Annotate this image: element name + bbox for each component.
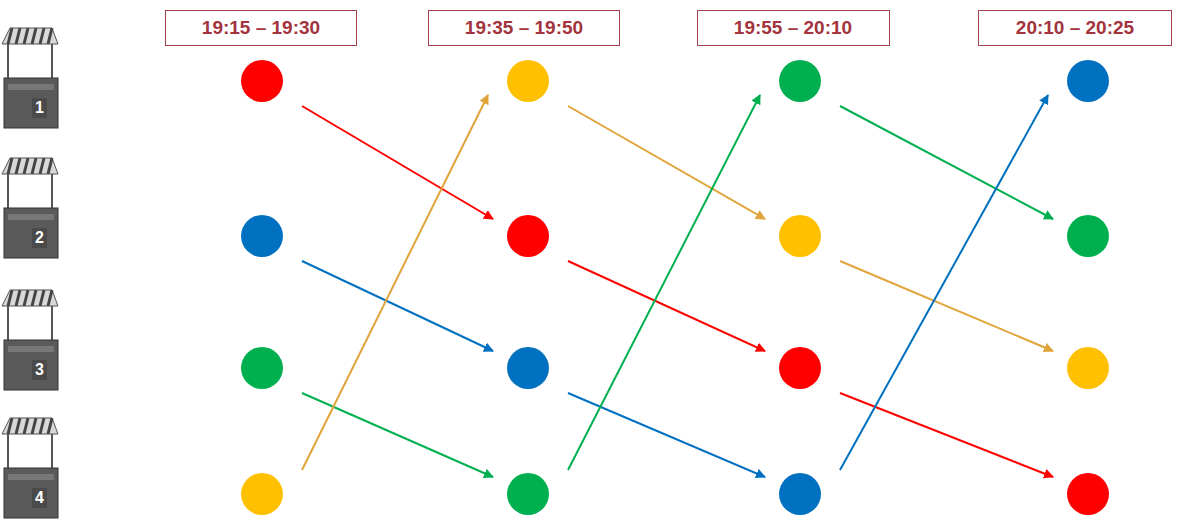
group-dot	[779, 473, 821, 515]
move-arrow	[840, 261, 1053, 351]
move-arrow	[568, 261, 765, 351]
move-arrow	[568, 95, 760, 470]
market-stall	[2, 158, 58, 258]
move-arrow	[302, 261, 493, 351]
time-slot-text: 19:35 – 19:50	[465, 17, 583, 39]
market-stall	[2, 28, 58, 128]
market-stall	[2, 290, 58, 390]
move-arrow	[568, 106, 765, 219]
group-dot	[779, 215, 821, 257]
time-slot-box: 20:10 – 20:25	[978, 10, 1172, 46]
group-dot	[241, 215, 283, 257]
time-slot-text: 20:10 – 20:25	[1016, 17, 1134, 39]
move-arrow	[302, 106, 493, 219]
group-dot	[1067, 473, 1109, 515]
group-dot	[507, 473, 549, 515]
move-arrow	[840, 393, 1053, 477]
group-dot	[241, 60, 283, 102]
group-dot	[507, 347, 549, 389]
move-arrow	[302, 95, 488, 470]
stall-number: 2	[32, 228, 47, 248]
group-dot	[1067, 215, 1109, 257]
group-dot	[779, 60, 821, 102]
time-slot-box: 19:15 – 19:30	[165, 10, 357, 46]
stall-number: 4	[32, 488, 47, 508]
group-dot	[241, 473, 283, 515]
move-arrow	[840, 95, 1048, 470]
stall-number: 1	[32, 98, 47, 118]
move-arrow	[302, 393, 493, 477]
move-arrow	[568, 393, 765, 477]
time-slot-box: 19:55 – 20:10	[697, 10, 890, 46]
group-dot	[241, 347, 283, 389]
group-dot	[1067, 60, 1109, 102]
stall-number: 3	[32, 360, 47, 380]
time-slot-text: 19:15 – 19:30	[202, 17, 320, 39]
group-dot	[1067, 347, 1109, 389]
move-arrow	[840, 106, 1053, 219]
time-slot-text: 19:55 – 20:10	[734, 17, 852, 39]
group-dot	[507, 215, 549, 257]
market-stall	[2, 418, 58, 518]
group-dot	[507, 60, 549, 102]
group-dot	[779, 347, 821, 389]
time-slot-box: 19:35 – 19:50	[428, 10, 620, 46]
